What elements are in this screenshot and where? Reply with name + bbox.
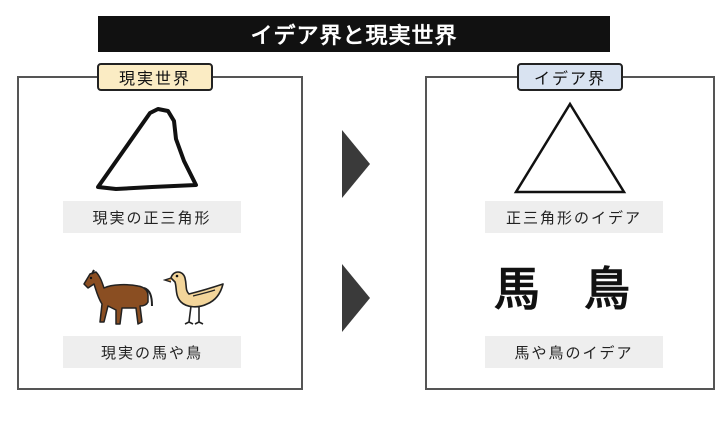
real-triangle-caption: 現実の正三角形 xyxy=(63,201,241,233)
horse-icon xyxy=(83,269,153,325)
horse-kanji: 馬 xyxy=(494,262,540,316)
rough-triangle-icon xyxy=(96,107,198,191)
idea-animals-caption: 馬や鳥のイデア xyxy=(485,336,663,368)
ideal-triangle-icon xyxy=(513,101,627,194)
idea-triangle-caption: 正三角形のイデア xyxy=(485,201,663,233)
diagram-title: イデア界と現実世界 xyxy=(98,16,610,52)
bird-kanji: 鳥 xyxy=(584,262,630,316)
real-animals-caption: 現実の馬や鳥 xyxy=(63,336,241,368)
real-world-tag: 現実世界 xyxy=(97,63,213,91)
arrow-right-icon xyxy=(342,130,370,198)
bird-icon xyxy=(163,271,224,325)
idea-world-tag: イデア界 xyxy=(517,63,623,91)
arrow-right-icon xyxy=(342,264,370,332)
